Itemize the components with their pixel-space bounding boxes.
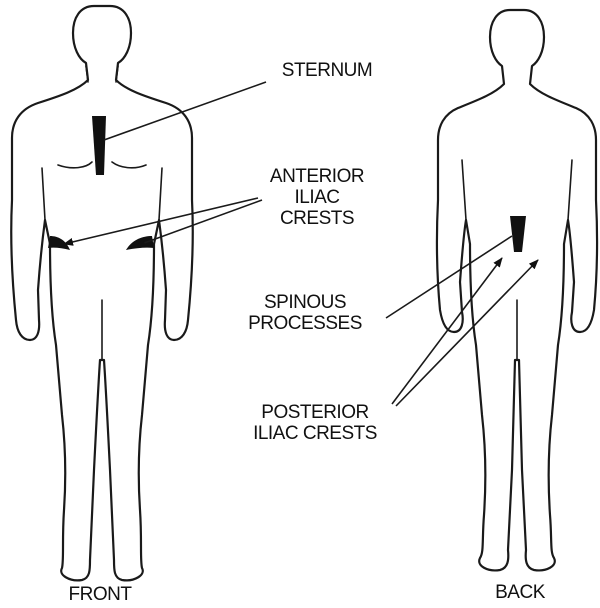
front-arm-line-left [42,168,45,220]
back-arm-line-left [462,160,466,220]
posterior-iliac-crests-label: POSTERIOR ILIAC CRESTS [240,402,390,444]
front-label: FRONT [50,584,150,605]
sternum-leader-line [104,82,266,140]
spinous-processes-label: SPINOUS PROCESSES [230,292,380,334]
spinous-processes-mark [510,216,526,252]
anterior-iliac-crests-label: ANTERIOR ILIAC CRESTS [252,166,382,229]
front-rib-line-right [112,162,146,168]
back-label: BACK [470,582,570,603]
sternum-mark [92,116,106,175]
back-figure [437,10,597,570]
front-rib-line-left [58,162,92,168]
front-arm-line-right [159,168,162,220]
sternum-label: STERNUM [262,60,392,81]
anterior-iliac-crest-right-mark [126,236,154,250]
front-body-outline [11,6,193,580]
front-figure [11,6,193,580]
posterior-iliac-leader-left [392,258,502,404]
back-arm-line-right [568,160,572,220]
back-body-outline [437,10,597,570]
